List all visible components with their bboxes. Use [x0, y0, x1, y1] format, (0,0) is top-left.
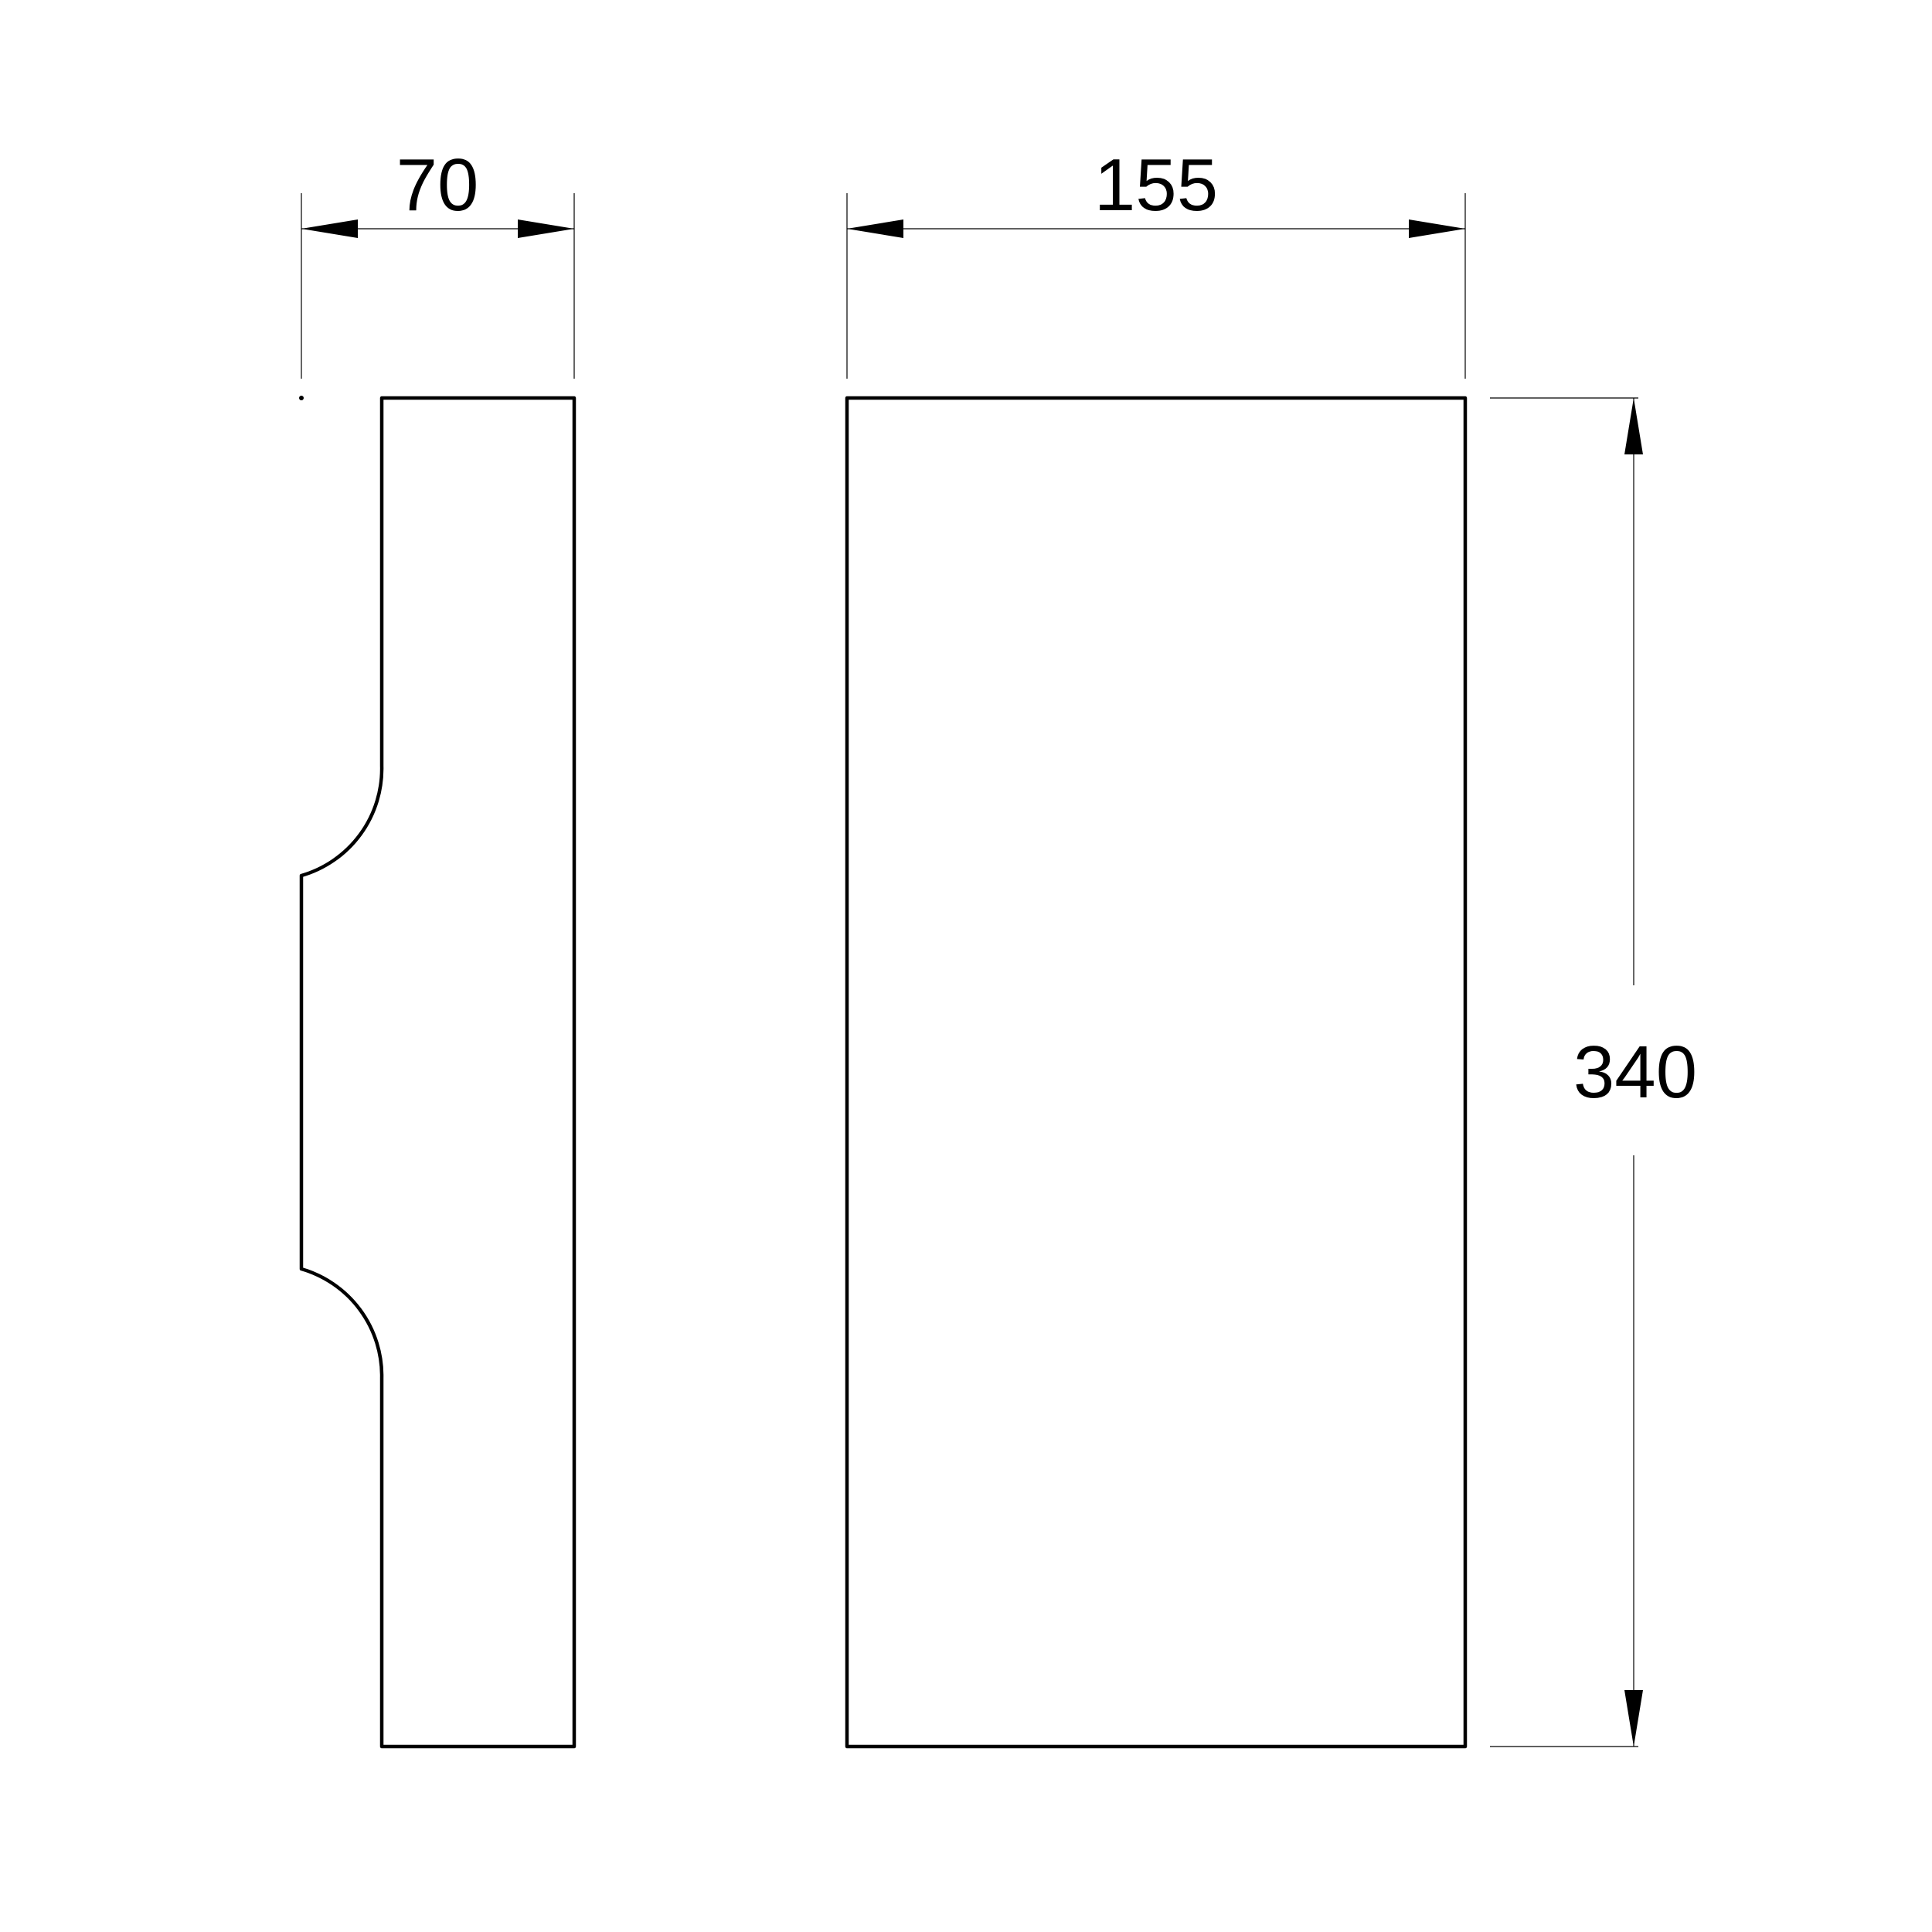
front-height-label: 340: [1573, 1031, 1697, 1114]
front-height-dimension: 340: [1490, 397, 1697, 1747]
side-width-dimension: 70: [301, 144, 575, 379]
front-view-outline: [845, 396, 1468, 1749]
front-width-dimension: 155: [846, 144, 1466, 379]
height-arrow-top: [1624, 398, 1643, 454]
front-arrow-right: [1409, 219, 1465, 238]
front-width-label: 155: [1094, 144, 1218, 226]
front-arrow-left: [847, 219, 903, 238]
side-arrow-right: [518, 219, 574, 238]
height-arrow-bottom: [1624, 1690, 1643, 1747]
front-view: [845, 396, 1468, 1749]
side-width-label: 70: [396, 144, 479, 226]
side-profile-view: [299, 396, 577, 1749]
reference-point-mark: [299, 396, 304, 400]
side-arrow-left: [301, 219, 358, 238]
side-profile-outline: [299, 396, 577, 1749]
